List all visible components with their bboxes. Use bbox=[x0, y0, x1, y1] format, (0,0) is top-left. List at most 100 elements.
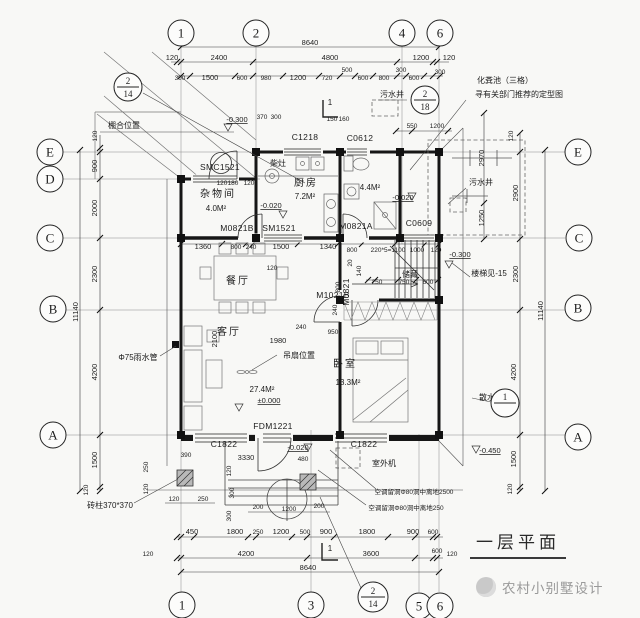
level-label: -0.020 bbox=[392, 193, 413, 202]
axis-bubble bbox=[242, 19, 270, 47]
dim-label: 1200 bbox=[430, 123, 445, 130]
sofa bbox=[183, 325, 203, 347]
ac-hole-note: 空调留洞Φ80洞中离地250 bbox=[368, 503, 444, 512]
dim-label: 240 bbox=[296, 324, 307, 331]
watermark-text: 农村小别墅设计 bbox=[502, 581, 604, 596]
sewage-well-label: 污水井 bbox=[469, 177, 493, 187]
ac-outdoor-unit-outline bbox=[335, 447, 361, 469]
level-label: ±0.000 bbox=[258, 396, 281, 405]
dim-label: 2000 bbox=[90, 200, 99, 217]
dim-label: 2100 bbox=[210, 331, 219, 348]
dim-label: 950 bbox=[328, 329, 339, 336]
level-label: -0.020 bbox=[260, 201, 281, 210]
section-marks bbox=[321, 100, 338, 561]
dim-label: 1500 bbox=[273, 242, 290, 251]
window-tag: C1822 bbox=[351, 439, 378, 449]
window-tag: C0612 bbox=[347, 133, 374, 143]
dim-label: 120 bbox=[244, 180, 255, 187]
dim-label: 120 bbox=[508, 130, 515, 141]
dim-label: 8640 bbox=[302, 38, 319, 47]
dim-label: 120 bbox=[166, 53, 179, 62]
detail-bubble-number: 2 bbox=[423, 89, 428, 99]
dim-label: 1500 bbox=[202, 73, 219, 82]
sofa bbox=[183, 349, 203, 403]
axis-bubble-label: 4 bbox=[399, 26, 406, 41]
axis-bubble-label: 6 bbox=[437, 599, 444, 614]
axis-bubble-label: 2 bbox=[253, 26, 260, 41]
dim-label: 900 bbox=[320, 527, 333, 536]
dim-label: 240 bbox=[246, 244, 257, 251]
apron-label: 散水 bbox=[479, 392, 495, 402]
stair-note: 楼梯见-15 bbox=[471, 268, 507, 278]
dim-label: 1360 bbox=[195, 242, 212, 251]
dim-label: 300 bbox=[435, 69, 446, 76]
room-area: 7.2M² bbox=[295, 192, 316, 201]
wardrobe bbox=[343, 301, 438, 321]
dim-label: 480 bbox=[298, 456, 309, 463]
stove-label: 柴灶 bbox=[270, 158, 286, 168]
bed bbox=[352, 337, 409, 423]
dim-label: 2970 bbox=[477, 150, 486, 167]
dim-label: 600 bbox=[432, 548, 443, 555]
dim-label: 120 bbox=[83, 484, 90, 495]
dim-label: 250 bbox=[198, 496, 209, 503]
room-label: 卧室 bbox=[333, 357, 357, 370]
dim-label: 1800 bbox=[227, 527, 244, 536]
axis-bubble-label: 6 bbox=[437, 26, 444, 41]
dim-label: 2300 bbox=[90, 266, 99, 283]
ceiling-fan-label: 吊扇位置 bbox=[283, 350, 315, 360]
dim-label: 240 bbox=[332, 304, 339, 315]
wechat-logo-icon bbox=[476, 577, 496, 597]
axis-bubble-label: E bbox=[574, 145, 582, 160]
detail-bubble-number: 2 bbox=[126, 76, 131, 86]
axis-bubble-label: 1 bbox=[179, 598, 186, 613]
dim-label: 300 bbox=[175, 75, 186, 82]
dimension-ticks bbox=[76, 43, 549, 576]
axis-bubble-label: 1 bbox=[178, 26, 185, 41]
dim-label: 150 bbox=[327, 116, 338, 123]
door-tag: M0821B bbox=[220, 223, 253, 233]
dim-label: 600 bbox=[423, 279, 434, 286]
axis-bubble bbox=[297, 591, 325, 618]
room-area: 13.3M² bbox=[336, 378, 361, 387]
dim-label: 120 bbox=[169, 496, 180, 503]
window-tag: SM1521 bbox=[262, 223, 295, 233]
terrace-hatch bbox=[94, 51, 257, 179]
door-tag: M1021B bbox=[316, 290, 349, 300]
dim-label: 160 bbox=[339, 116, 350, 123]
axis-bubble bbox=[426, 19, 454, 47]
dim-label: 2400 bbox=[211, 53, 228, 62]
dim-label: 800 bbox=[347, 247, 358, 254]
dim-label: 8640 bbox=[300, 563, 317, 572]
kitchen-stove bbox=[323, 193, 339, 233]
terrace-column bbox=[210, 152, 232, 174]
axis-bubble-label: A bbox=[573, 430, 583, 445]
dim-label: 1250 bbox=[477, 210, 486, 227]
dim-label: 120 bbox=[143, 483, 150, 494]
canopy-label: 棚合位置 bbox=[108, 120, 140, 130]
axis-bubble bbox=[39, 295, 67, 323]
dim-label: 120 bbox=[507, 483, 514, 494]
window-tag: C1822 bbox=[211, 439, 238, 449]
axis-bubble bbox=[36, 138, 64, 166]
dim-label: 3330 bbox=[238, 453, 255, 462]
dim-label: 300 bbox=[229, 487, 236, 498]
detail-bubble-number: 2 bbox=[371, 586, 376, 596]
dim-label: 750 bbox=[399, 279, 410, 286]
dim-label: 4200 bbox=[509, 364, 518, 381]
dim-label: 550 bbox=[407, 123, 418, 130]
axis-bubble bbox=[388, 19, 416, 47]
dim-label: 800 bbox=[335, 281, 342, 292]
rain-pipe-label: Φ75雨水管 bbox=[118, 352, 157, 362]
axis-bubble-label: C bbox=[575, 231, 584, 246]
dim-label: 800 bbox=[231, 244, 242, 251]
dim-label: 120 bbox=[226, 465, 233, 476]
dim-label: 390 bbox=[181, 452, 192, 459]
section-mark-label: 1 bbox=[328, 544, 333, 553]
structural-columns bbox=[172, 148, 443, 439]
ac-hole-note: 空调留洞Φ80洞中离地2500 bbox=[375, 487, 454, 496]
sewage-well-label: 污水井 bbox=[380, 89, 404, 99]
dim-label: 1000 bbox=[410, 247, 425, 254]
dim-label: 4800 bbox=[322, 53, 339, 62]
